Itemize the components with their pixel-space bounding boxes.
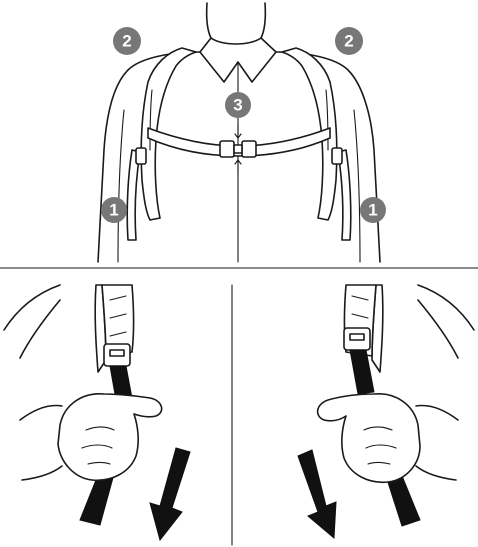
bottom-right-arm bbox=[418, 300, 458, 358]
left-hand bbox=[58, 394, 162, 480]
top-panel bbox=[0, 3, 478, 268]
left-forearm-top bbox=[20, 406, 62, 420]
badge-1-right: 1 bbox=[360, 197, 386, 223]
collar-back bbox=[211, 38, 261, 44]
left-forearm-bottom bbox=[22, 466, 62, 480]
svg-text:2: 2 bbox=[122, 32, 131, 51]
neck-right bbox=[261, 3, 265, 38]
right-arm-inner bbox=[354, 110, 360, 262]
svg-text:1: 1 bbox=[368, 201, 377, 220]
neck-left bbox=[207, 3, 211, 38]
bottom-left-arm bbox=[20, 300, 60, 358]
right-forearm-top bbox=[416, 406, 458, 420]
right-forearm-bottom bbox=[416, 466, 456, 480]
svg-text:1: 1 bbox=[109, 201, 118, 220]
left-arm-inner bbox=[118, 110, 124, 262]
svg-text:3: 3 bbox=[233, 96, 242, 115]
left-side-buckle bbox=[136, 148, 146, 164]
right-side-buckle bbox=[332, 148, 342, 164]
bottom-right-shoulder bbox=[418, 285, 474, 330]
right-hand bbox=[318, 394, 420, 482]
badge-1-left: 1 bbox=[101, 197, 127, 223]
arrow-down-left-icon bbox=[150, 448, 190, 540]
badge-2-left: 2 bbox=[113, 27, 141, 55]
bottom-left-shoulder bbox=[4, 285, 60, 330]
bottom-panel bbox=[4, 285, 474, 545]
badge-3: 3 bbox=[225, 92, 251, 118]
arrow-down-right-icon bbox=[298, 450, 336, 538]
right-webbing-upper bbox=[350, 350, 374, 394]
badge-2-right: 2 bbox=[335, 27, 363, 55]
svg-text:2: 2 bbox=[344, 32, 353, 51]
